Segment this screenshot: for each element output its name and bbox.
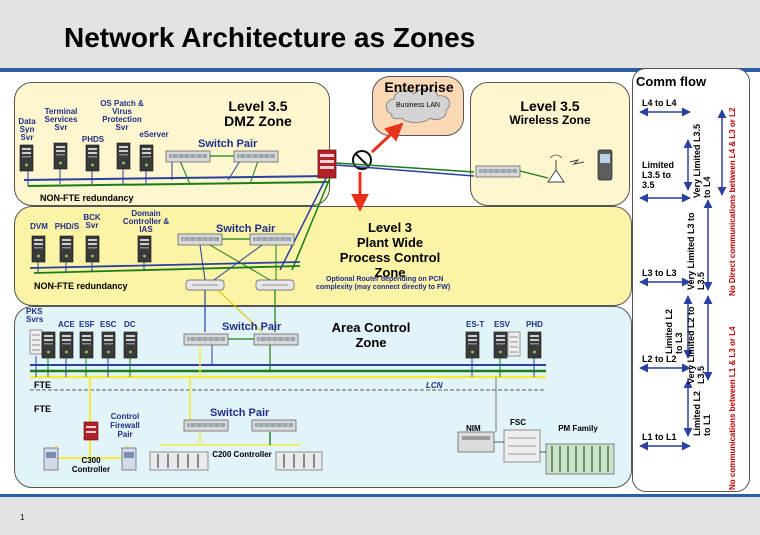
- comm-very-limited-l3-l35: Very Limited L3 to L3.5: [686, 212, 706, 290]
- fsc-label: FSC: [510, 418, 526, 427]
- comm-flow-title: Comm flow: [636, 74, 707, 89]
- comm-l2-l2: L2 to L2: [642, 354, 677, 364]
- process-redundancy-label: NON-FTE redundancy: [34, 281, 128, 291]
- comm-l3-l3: L3 to L3: [642, 268, 677, 278]
- dmz-server-terminal: Terminal Services Svr: [44, 107, 78, 132]
- title-banner: [0, 0, 760, 68]
- lcn-label: LCN: [426, 381, 443, 390]
- wireless-zone: [470, 82, 630, 206]
- process-zone-line3: Zone: [374, 265, 406, 280]
- area-server-est: ES-T: [466, 320, 485, 329]
- control-firewall-label: Control Firewall Pair: [110, 412, 140, 439]
- area-switch-pair-top: Switch Pair: [222, 321, 282, 333]
- dmz-server-data-syn: Data Syn Svr: [18, 117, 36, 142]
- area-server-phd: PHD: [526, 320, 543, 329]
- footer-rule: [0, 494, 760, 497]
- process-switch-pair-label: Switch Pair: [216, 223, 276, 235]
- fte-label-2: FTE: [34, 404, 51, 414]
- dmz-server-eserver: eServer: [139, 130, 169, 139]
- process-level-label: Level 3: [367, 220, 413, 235]
- wireless-level-label: Level 3.5: [520, 98, 580, 114]
- dmz-redundancy-label: NON-FTE redundancy: [40, 193, 134, 203]
- dmz-zone-label: DMZ Zone: [224, 113, 292, 129]
- process-server-bck: BCK Svr: [83, 213, 101, 230]
- process-zone-line1: Plant Wide: [356, 235, 424, 250]
- area-server-esc: ESC: [100, 320, 117, 329]
- process-server-domain: Domain Controller & IAS: [122, 209, 170, 234]
- area-server-pks: PKS Svrs: [26, 307, 44, 324]
- comm-l1-l1: L1 to L1: [642, 432, 677, 442]
- area-server-dc: DC: [124, 320, 136, 329]
- area-zone-line1: Area Control: [331, 320, 411, 335]
- comm-very-limited-l35-l4: Very Limited L3.5 to L4: [692, 123, 712, 198]
- area-server-esf: ESF: [79, 320, 95, 329]
- comm-very-limited-l2-l35: Very Limited L2 to L3.5: [686, 306, 706, 384]
- area-server-ace: ACE: [58, 320, 75, 329]
- wireless-zone-label: Wireless Zone: [509, 113, 591, 127]
- process-server-dvm: DVM: [30, 222, 48, 231]
- area-zone-line2: Zone: [355, 335, 387, 350]
- router-note-line1: Optional Router depending on PCN: [326, 276, 444, 283]
- area-server-esv: ESV: [494, 320, 511, 329]
- fte-label-1: FTE: [34, 380, 51, 390]
- business-lan-label: Business LAN: [396, 102, 440, 109]
- process-zone-line2: Process Control: [339, 250, 441, 265]
- c200-label: C200 Controller: [212, 450, 272, 459]
- comm-limited-l2-l3: Limited L2 to L3: [664, 308, 684, 354]
- process-control-zone: [14, 206, 632, 306]
- process-server-phds: PHD/S: [54, 222, 80, 231]
- enterprise-label: Enterprise: [384, 79, 454, 95]
- pm-family-label: PM Family: [558, 424, 598, 433]
- dmz-switch-pair-label: Switch Pair: [198, 138, 258, 150]
- page-title: Network Architecture as Zones: [64, 22, 476, 53]
- nim-label: NIM: [466, 424, 481, 433]
- comm-no-comm-l1-l3: No communications between L1 & L3 or L4: [728, 326, 737, 490]
- comm-limited-l35: Limited L3.5 to 3.5: [642, 160, 675, 190]
- router-note-line2: complexity (may connect directly to FW): [316, 284, 451, 291]
- dmz-server-os-patch: OS Patch & Virus Protection Svr: [100, 99, 144, 132]
- title-rule: [0, 68, 760, 72]
- area-switch-pair-bottom: Switch Pair: [210, 407, 270, 419]
- comm-no-direct-l4-l3: No Direct communications between L4 & L3…: [728, 107, 737, 296]
- comm-limited-l2-l1: Limited L2 to L1: [692, 390, 712, 436]
- comm-l4-l4: L4 to L4: [642, 98, 677, 108]
- dmz-level-label: Level 3.5: [228, 98, 288, 114]
- c300-label: C300 Controller: [71, 456, 111, 474]
- page-number: 1: [20, 513, 25, 522]
- dmz-server-phds: PHDS: [81, 135, 105, 144]
- footer-bar: [0, 497, 760, 535]
